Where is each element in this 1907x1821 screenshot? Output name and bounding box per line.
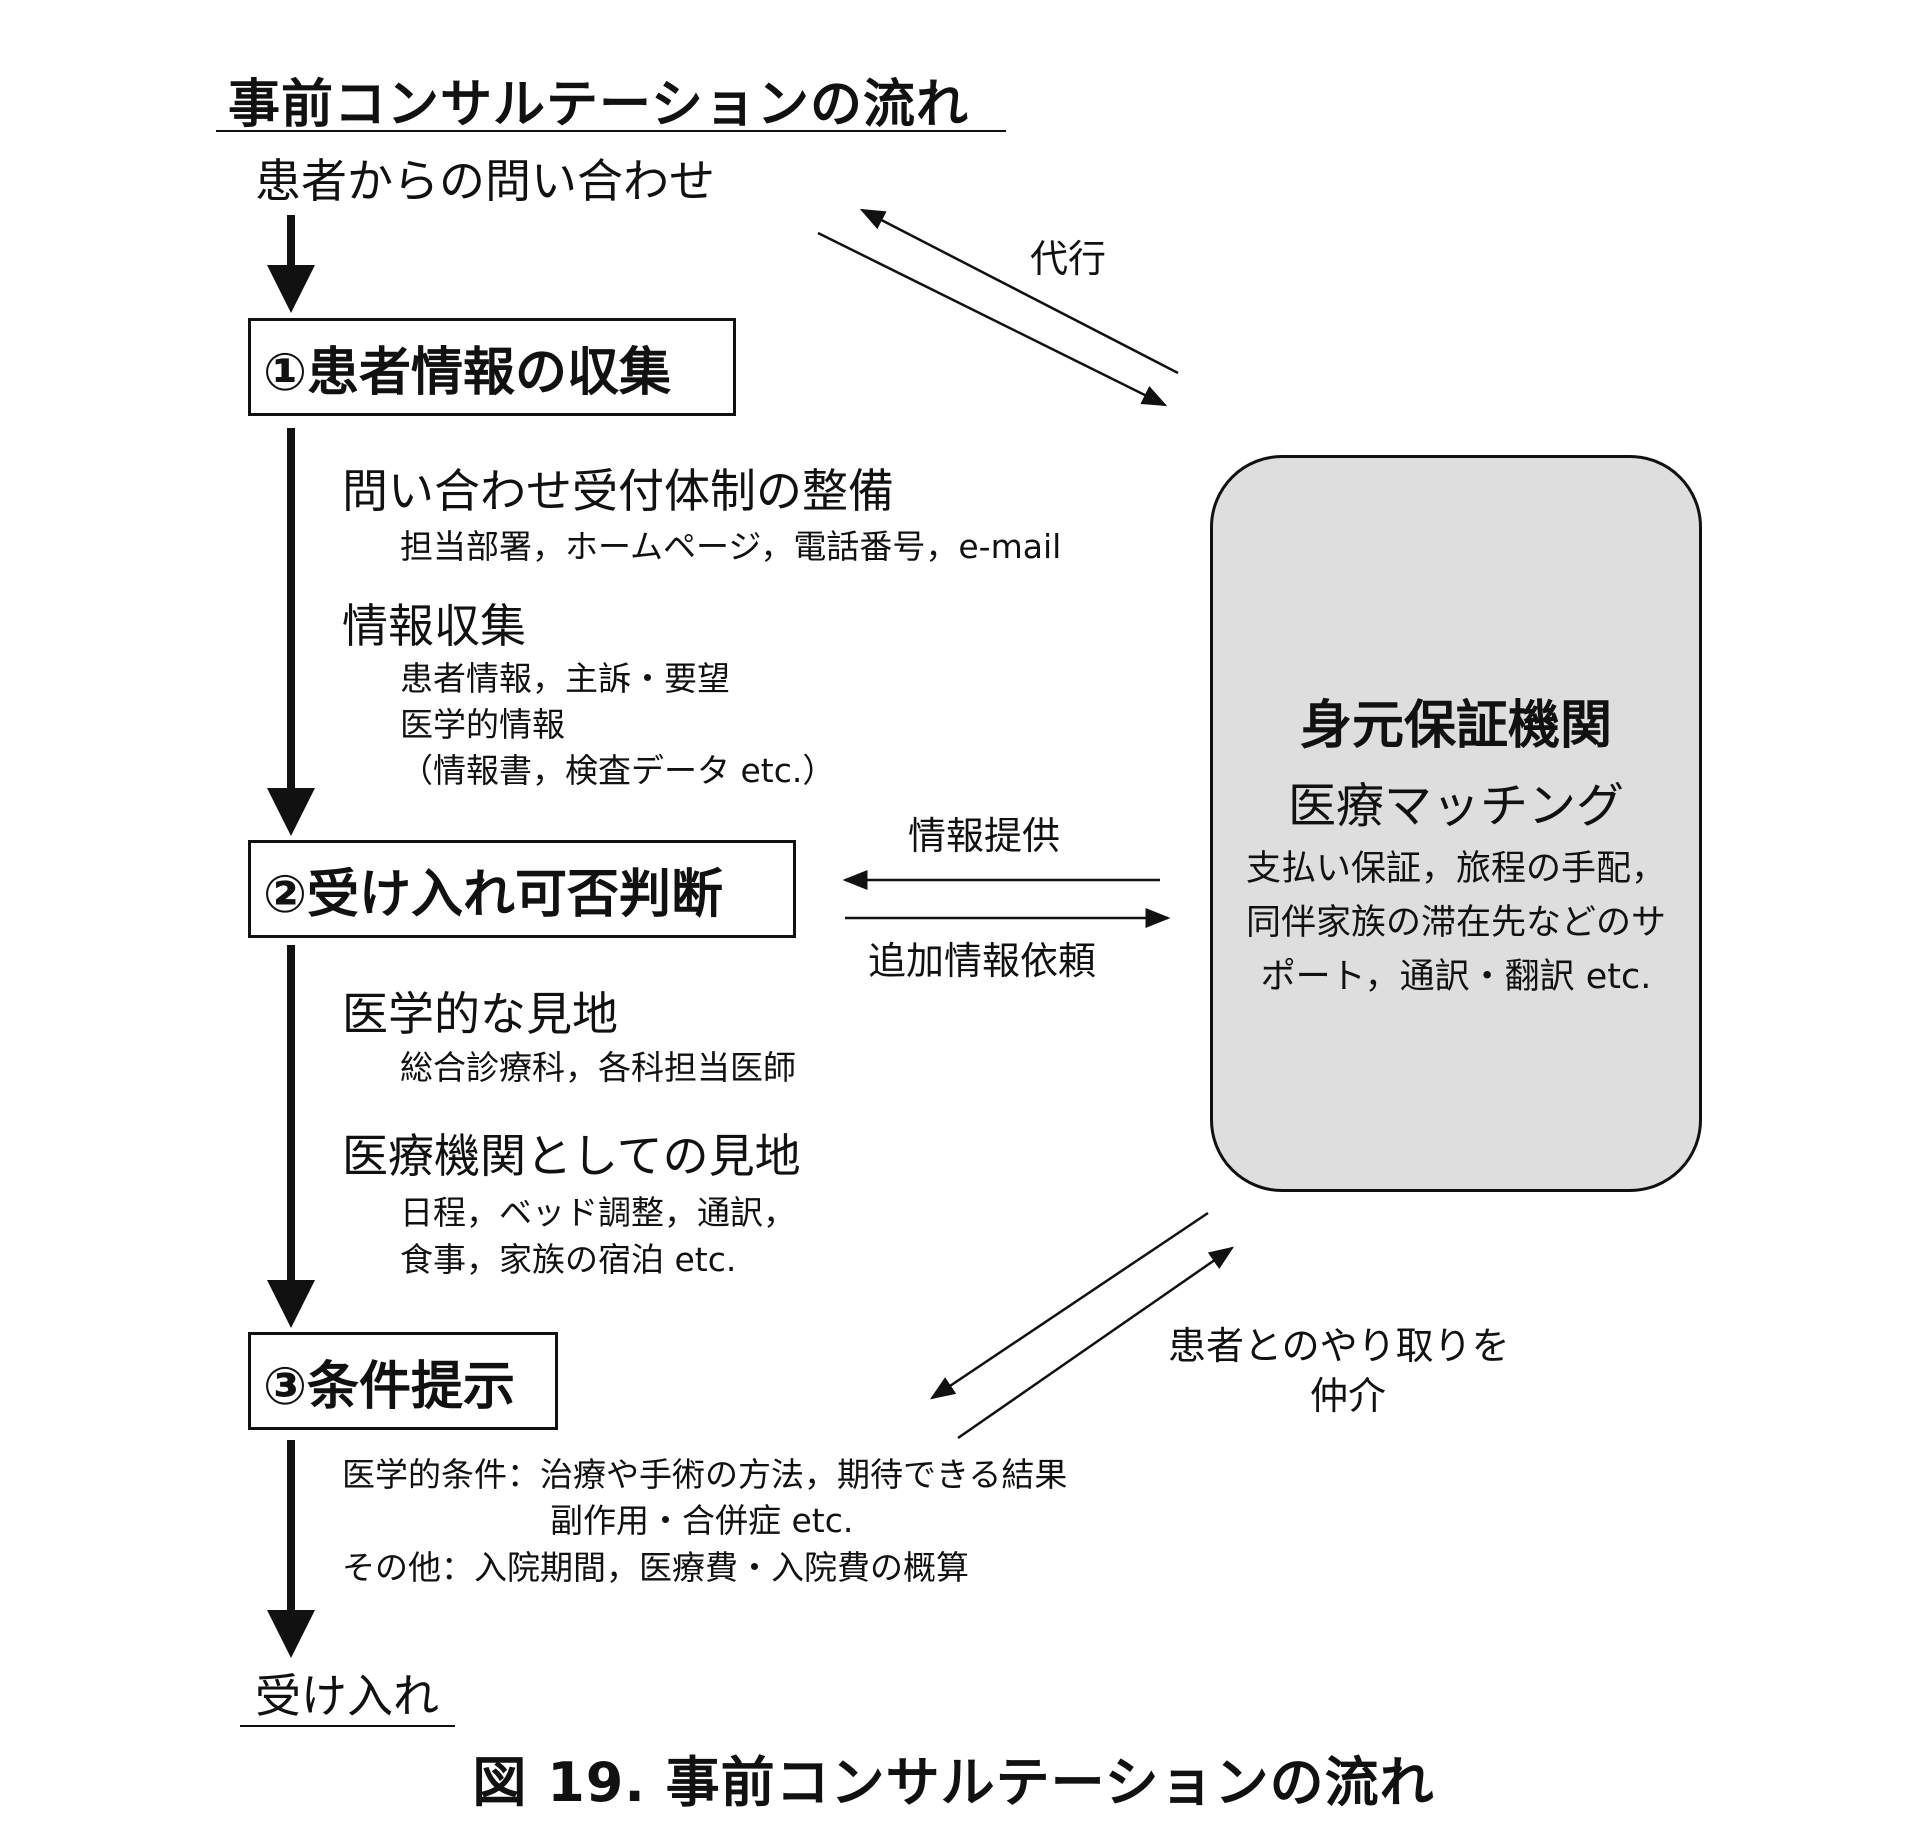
step-2-section-2-heading: 医療機関としての見地	[342, 1129, 801, 1183]
step-1-section-2-detail-1: 患者情報，主訴・要望	[400, 659, 730, 698]
step-1-section-2-detail-2: 医学的情報	[400, 705, 565, 744]
organization-name: 身元保証機関	[1299, 696, 1612, 756]
diagram-title: 事前コンサルテーションの流れ	[228, 75, 969, 135]
step-3-condition-medical: 医学的条件：治療や手術の方法，期待できる結果	[342, 1455, 1068, 1494]
step-3-condition-other: その他：入院期間，医療費・入院費の概算	[342, 1548, 969, 1587]
step-2-section-1-detail: 総合診療科，各科担当医師	[400, 1048, 796, 1087]
step-2-label: ②受け入れ可否判断	[263, 864, 724, 925]
info-request-label: 追加情報依頼	[868, 939, 1097, 983]
step-2-section-2-detail-2: 食事，家族の宿泊 etc.	[400, 1240, 737, 1279]
step-2-section-2-detail-1: 日程，ベッド調整，通訳，	[400, 1193, 796, 1232]
proxy-arrow-to-organization	[817, 231, 1168, 407]
organization-subtitle: 医療マッチング	[1287, 778, 1624, 834]
end-underline	[240, 1725, 455, 1727]
step-1-section-2-detail-3: （情報書，検査データ etc.）	[400, 751, 836, 790]
step-1-label: ①患者情報の収集	[263, 342, 672, 403]
start-label: 患者からの問い合わせ	[255, 154, 715, 208]
guarantor-organization-box: 身元保証機関 医療マッチング 支払い保証，旅程の手配， 同伴家族の滞在先などのサ…	[1210, 455, 1702, 1192]
step-1-section-1-heading: 問い合わせ受付体制の整備	[342, 464, 894, 518]
info-provide-label: 情報提供	[908, 814, 1061, 858]
step-2-section-1-heading: 医学的な見地	[342, 987, 618, 1041]
step-1-section-2-heading: 情報収集	[342, 599, 526, 653]
organization-description-line-2: 同伴家族の滞在先などのサ	[1245, 903, 1666, 943]
step-3-condition-side-effects: 副作用・合併症 etc.	[550, 1501, 854, 1540]
proxy-arrow-to-patient	[859, 208, 1179, 375]
organization-description-line-3: ポート，通訳・翻訳 etc.	[1260, 957, 1652, 997]
mediate-label-line-1: 患者とのやり取りを	[1168, 1324, 1510, 1368]
step-1-box: ①患者情報の収集	[248, 318, 736, 416]
mediate-label-line-2: 仲介	[1310, 1374, 1387, 1418]
mediate-arrow-to-organization	[957, 1246, 1235, 1440]
proxy-label: 代行	[1030, 237, 1107, 281]
mediate-arrow-to-step3	[929, 1211, 1209, 1400]
organization-description: 支払い保証，旅程の手配， 同伴家族の滞在先などのサ ポート，通訳・翻訳 etc.	[1246, 842, 1666, 1004]
title-underline	[216, 130, 1006, 132]
step-2-box: ②受け入れ可否判断	[248, 840, 796, 938]
step-3-label: ③条件提示	[263, 1356, 516, 1417]
end-label: 受け入れ	[255, 1669, 439, 1723]
figure-caption: 図 19. 事前コンサルテーションの流れ	[472, 1751, 1435, 1814]
step-3-box: ③条件提示	[248, 1332, 558, 1430]
step-1-section-1-detail: 担当部署，ホームページ，電話番号，e-mail	[400, 527, 1062, 566]
organization-description-line-1: 支払い保証，旅程の手配，	[1245, 849, 1666, 889]
